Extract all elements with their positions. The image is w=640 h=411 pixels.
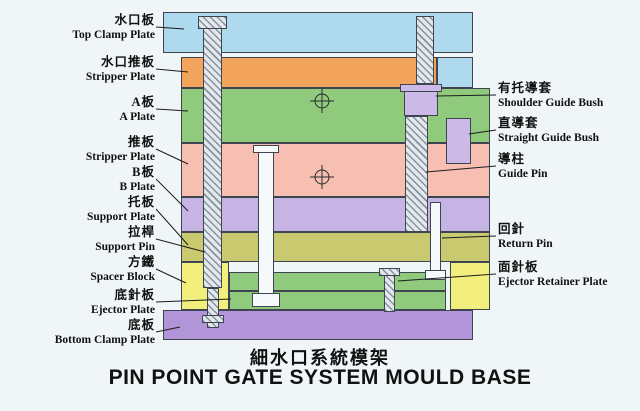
title-chinese: 細水口系統模架 — [250, 348, 390, 368]
label-ejector-retainer-plate: 面針板 Ejector Retainer Plate — [498, 260, 640, 290]
label-en: A Plate — [119, 111, 155, 123]
guide-pin — [405, 116, 428, 232]
label-en: Stripper Plate — [85, 71, 155, 83]
label-en: Support Plate — [86, 211, 155, 223]
label-cn: B板 — [132, 165, 155, 179]
label-stripper-plate: 推板 Stripper Plate — [2, 135, 155, 165]
label-shoulder-guide-bush: 有托導套 Shoulder Guide Bush — [498, 81, 640, 111]
center-pull-rod — [258, 145, 274, 295]
label-en: Shoulder Guide Bush — [498, 97, 604, 109]
top-guide-bush — [416, 16, 434, 84]
label-cn: 托板 — [127, 195, 155, 209]
label-spacer-block: 方鐵 Spacer Block — [2, 255, 155, 285]
label-cn: 有托導套 — [498, 81, 553, 95]
label-en: Bottom Clamp Plate — [54, 334, 155, 346]
plate-stripper — [181, 143, 490, 197]
label-runner-stripper-plate: 水口推板 Stripper Plate — [2, 55, 155, 85]
label-cn: 直導套 — [498, 116, 539, 130]
label-en: Straight Guide Bush — [498, 132, 599, 144]
label-b-plate: B板 B Plate — [2, 165, 155, 195]
return-pin-head — [425, 270, 446, 280]
sprue-puller-flange — [202, 315, 224, 323]
label-ejector-plate: 底針板 Ejector Plate — [2, 288, 155, 318]
label-support-pin: 拉桿 Support Pin — [2, 225, 155, 255]
ejector-retainer-pin-head — [379, 268, 400, 276]
label-en: Top Clamp Plate — [72, 29, 155, 41]
support-pin — [203, 16, 222, 288]
label-en: Return Pin — [498, 238, 553, 250]
label-guide-pin: 導柱 Guide Pin — [498, 152, 640, 182]
support-pin-head — [198, 16, 227, 29]
straight-guide-bush — [446, 118, 471, 164]
label-cn: A板 — [131, 95, 155, 109]
label-cn: 推板 — [127, 135, 155, 149]
plate-support — [181, 232, 490, 262]
label-cn: 導柱 — [498, 152, 526, 166]
label-en: Support Pin — [95, 241, 155, 253]
label-cn: 面針板 — [498, 260, 539, 274]
label-top-clamp-plate: 水口板 Top Clamp Plate — [2, 13, 155, 43]
plate-a — [181, 88, 490, 143]
plate-b — [181, 197, 490, 232]
return-pin — [430, 202, 441, 272]
label-en: Spacer Block — [90, 271, 155, 283]
label-cn: 回針 — [498, 222, 526, 236]
label-en: Guide Pin — [498, 168, 548, 180]
label-en: B Plate — [119, 181, 155, 193]
spacer-block-right — [450, 262, 490, 310]
label-a-plate: A板 A Plate — [2, 95, 155, 125]
label-en: Ejector Retainer Plate — [498, 276, 608, 288]
label-en: Stripper Plate — [85, 151, 155, 163]
shoulder-guide-bush-flange — [400, 84, 442, 92]
label-cn: 底板 — [127, 318, 155, 332]
label-en: Ejector Plate — [91, 304, 155, 316]
label-cn: 底針板 — [114, 288, 155, 302]
label-support-plate: 托板 Support Plate — [2, 195, 155, 225]
label-cn: 拉桿 — [127, 225, 155, 239]
title-english: PIN POINT GATE SYSTEM MOULD BASE — [108, 366, 532, 389]
label-cn: 水口板 — [114, 13, 155, 27]
label-cn: 方鐵 — [127, 255, 155, 269]
label-straight-guide-bush: 直導套 Straight Guide Bush — [498, 116, 640, 146]
label-bottom-clamp-plate: 底板 Bottom Clamp Plate — [2, 318, 155, 348]
guide-bush-housing-block — [437, 57, 473, 88]
center-pull-rod-top-flange — [253, 145, 279, 153]
plate-runner-stripper — [181, 57, 437, 88]
label-return-pin: 回針 Return Pin — [498, 222, 640, 252]
label-cn: 水口推板 — [100, 55, 155, 69]
center-pull-rod-foot — [252, 293, 280, 307]
